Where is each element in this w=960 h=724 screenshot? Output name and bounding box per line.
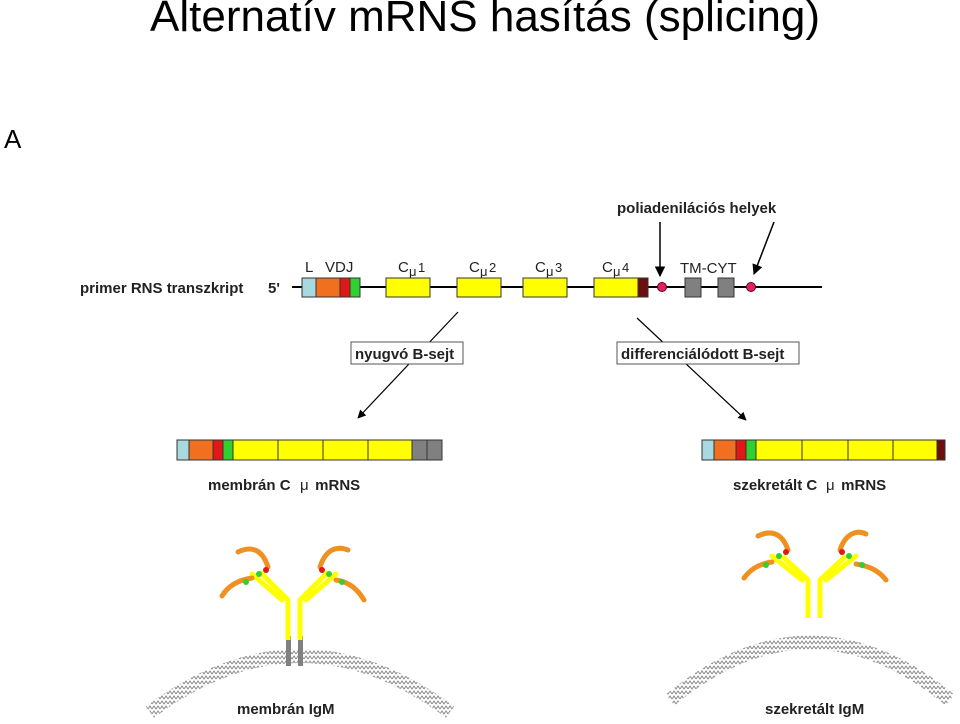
membrane-mrna-bar xyxy=(176,439,443,461)
polyA-sites-label: poliadenilációs helyek xyxy=(617,200,777,217)
five-prime-label: 5' xyxy=(268,280,280,297)
exon-cmu1 xyxy=(385,277,431,298)
exon-cmu2 xyxy=(456,277,502,298)
svg-text:4: 4 xyxy=(622,260,629,275)
svg-text:μ: μ xyxy=(826,477,835,494)
secreted-igm-antibody xyxy=(741,529,889,618)
exon-cmu4 xyxy=(593,277,639,298)
polyA-site-1 xyxy=(657,282,667,292)
exon-red xyxy=(339,277,351,298)
exon-secretory-tail xyxy=(637,277,649,298)
svg-text:3: 3 xyxy=(555,260,562,275)
membrane-igm-label: membrán IgM xyxy=(237,701,335,718)
svg-text:mRNS: mRNS xyxy=(837,477,886,494)
diff-b-label: differenciálódott B-sejt xyxy=(621,346,784,363)
svg-text:C: C xyxy=(602,259,613,276)
svg-text:membrán C: membrán C xyxy=(208,477,291,494)
svg-text:1: 1 xyxy=(418,260,425,275)
resting-b-label: nyugvó B-sejt xyxy=(355,346,454,363)
exon-cmu3 xyxy=(522,277,568,298)
label-cmu4: C μ 4 xyxy=(602,259,629,279)
label-cmu2: C μ 2 xyxy=(469,259,496,279)
label-L: L xyxy=(305,259,313,276)
svg-text:μ: μ xyxy=(480,264,488,279)
label-VDJ: VDJ xyxy=(325,259,353,276)
svg-text:C: C xyxy=(535,259,546,276)
primary-transcript-label: primer RNS transzkript xyxy=(80,280,243,297)
svg-text:μ: μ xyxy=(546,264,554,279)
secreted-mrna-label: szekretált C μ mRNS xyxy=(733,477,886,494)
resting-b-box xyxy=(350,341,464,365)
exon-green xyxy=(349,277,361,298)
diff-b-box xyxy=(616,341,800,365)
svg-text:μ: μ xyxy=(613,264,621,279)
secreting-cell-surface xyxy=(665,635,955,706)
polyA-site-2 xyxy=(746,282,756,292)
arrow-differentiated xyxy=(636,317,747,421)
exon-cyt xyxy=(717,277,735,298)
svg-text:C: C xyxy=(469,259,480,276)
slide-title: Alternatív mRNS hasítás (splicing) xyxy=(150,0,820,41)
label-cmu1: C μ 1 xyxy=(398,259,425,279)
exon-L xyxy=(301,277,317,298)
panel-letter: A xyxy=(4,124,22,154)
arrow-resting xyxy=(357,311,459,419)
polyA-arrow-2 xyxy=(752,221,775,275)
exon-VDJ xyxy=(315,277,341,298)
primary-exons xyxy=(301,277,735,298)
exon-tm xyxy=(684,277,702,298)
svg-text:μ: μ xyxy=(300,477,309,494)
svg-text:mRNS: mRNS xyxy=(311,477,360,494)
label-cmu3: C μ 3 xyxy=(535,259,562,279)
svg-text:C: C xyxy=(398,259,409,276)
svg-text:μ: μ xyxy=(409,264,417,279)
svg-text:szekretált C: szekretált C xyxy=(733,477,817,494)
membrane-igm-antibody xyxy=(219,545,367,666)
membrane-mrna-label: membrán C μ mRNS xyxy=(208,477,360,494)
secreted-igm-label: szekretált IgM xyxy=(765,701,864,718)
secreted-mrna-bar xyxy=(701,439,946,461)
svg-text:2: 2 xyxy=(489,260,496,275)
label-tm-cyt: TM-CYT xyxy=(680,260,737,277)
